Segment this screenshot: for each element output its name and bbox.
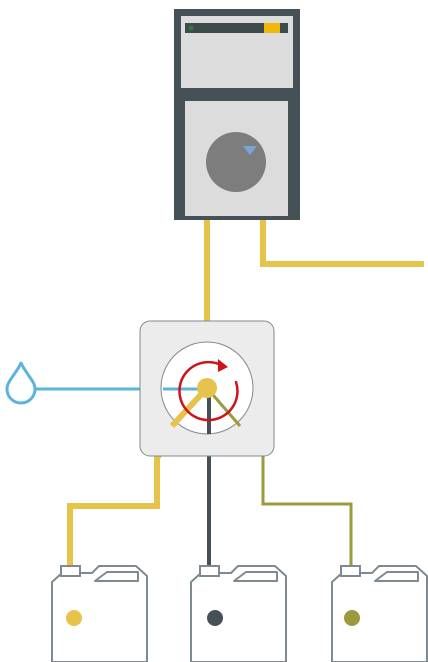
water-drop-icon <box>5 361 37 405</box>
canister-handle <box>374 571 419 582</box>
canister-middle <box>190 565 287 662</box>
canister-cap <box>199 565 220 577</box>
display-indicator <box>264 23 280 33</box>
canister-handle <box>233 571 278 582</box>
rotary-knob-icon[interactable] <box>206 132 266 192</box>
display-led-icon <box>188 25 194 31</box>
knob-marker-icon <box>243 146 257 155</box>
canister-right <box>331 565 428 662</box>
unit-display <box>185 23 288 33</box>
fluid-dot <box>66 610 82 626</box>
rotation-arrow-icon <box>178 360 239 422</box>
canister-cap <box>340 565 361 577</box>
canister-cap <box>60 565 81 577</box>
canister-left <box>51 565 148 662</box>
control-unit <box>174 9 300 220</box>
rotary-valve <box>139 320 275 457</box>
rotation-arrowhead-icon <box>218 359 228 372</box>
valve-hub <box>197 378 217 398</box>
fluid-dot <box>344 610 360 626</box>
fluid-dot <box>207 610 223 626</box>
output-pipe <box>260 220 424 267</box>
canister-handle <box>94 571 139 582</box>
